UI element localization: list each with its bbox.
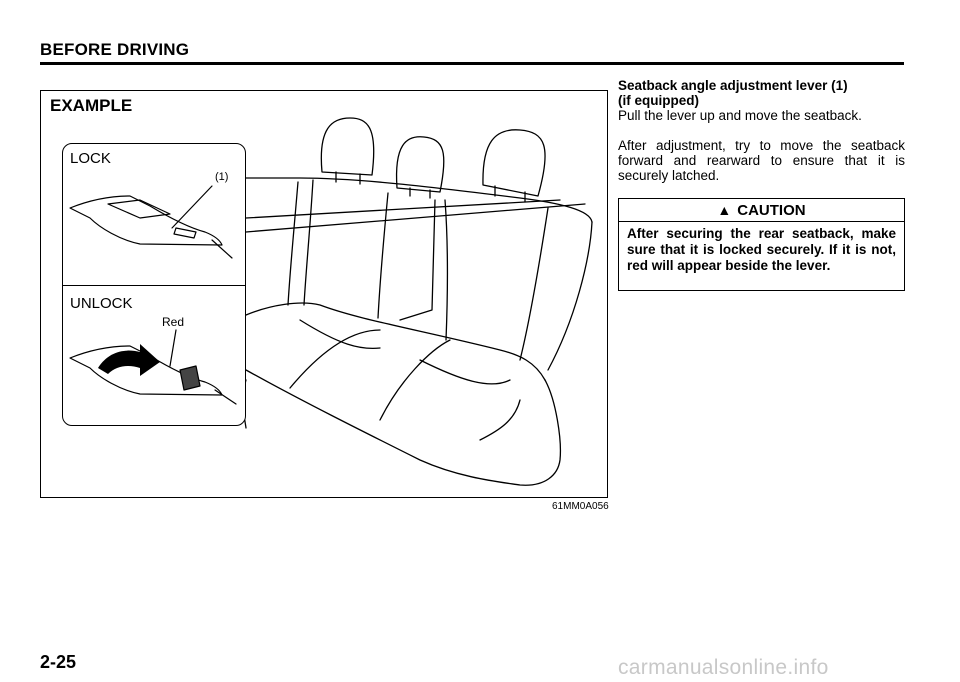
adjustment-heading-line2: (if equipped) bbox=[618, 93, 699, 108]
watermark: carmanualsonline.info bbox=[618, 656, 829, 679]
lever-inset bbox=[62, 143, 246, 426]
body-paragraph: After adjustment, try to move the seatba… bbox=[618, 138, 905, 183]
figure-frame bbox=[40, 90, 608, 498]
center-section bbox=[377, 192, 389, 319]
lever-unlock-housing bbox=[69, 345, 223, 396]
warning-triangle-icon: ▲ bbox=[717, 202, 732, 218]
caution-text: After securing the rear seatback, make s… bbox=[627, 226, 896, 273]
lock-callout-line bbox=[171, 185, 213, 229]
figure-code: 61MM0A056 bbox=[552, 501, 609, 512]
caution-header: ▲ CAUTION bbox=[619, 199, 904, 222]
headrest-right bbox=[482, 129, 546, 197]
seatbelt bbox=[245, 203, 586, 233]
caution-title: CAUTION bbox=[737, 202, 806, 219]
callout-number: (1) bbox=[215, 171, 229, 183]
adjustment-heading-line1: Seatback angle adjustment lever (1) bbox=[618, 78, 848, 93]
page-number: 2-25 bbox=[40, 652, 77, 672]
headrest-center bbox=[395, 136, 445, 193]
seatback-inner bbox=[287, 181, 299, 306]
header-rule bbox=[40, 62, 904, 65]
lock-label: LOCK bbox=[70, 150, 111, 167]
seatback-right bbox=[547, 221, 593, 371]
lever-lock-housing bbox=[69, 195, 223, 246]
cushion-front bbox=[245, 369, 562, 486]
headrest-left bbox=[320, 117, 375, 176]
text-column: Seatback angle adjustment lever (1) (if … bbox=[618, 78, 905, 183]
section-title: BEFORE DRIVING bbox=[40, 40, 190, 59]
caution-box: ▲ CAUTION After securing the rear seatbac… bbox=[618, 198, 905, 291]
unlock-arrow-icon bbox=[98, 344, 160, 376]
red-indicator bbox=[179, 365, 201, 391]
inset-divider bbox=[62, 285, 246, 286]
figure-label: EXAMPLE bbox=[50, 96, 133, 115]
red-label: Red bbox=[162, 315, 185, 329]
instruction-text: Pull the lever up and move the seatback. bbox=[618, 108, 862, 123]
unlock-label: UNLOCK bbox=[70, 295, 133, 312]
seatback-top bbox=[245, 177, 593, 223]
